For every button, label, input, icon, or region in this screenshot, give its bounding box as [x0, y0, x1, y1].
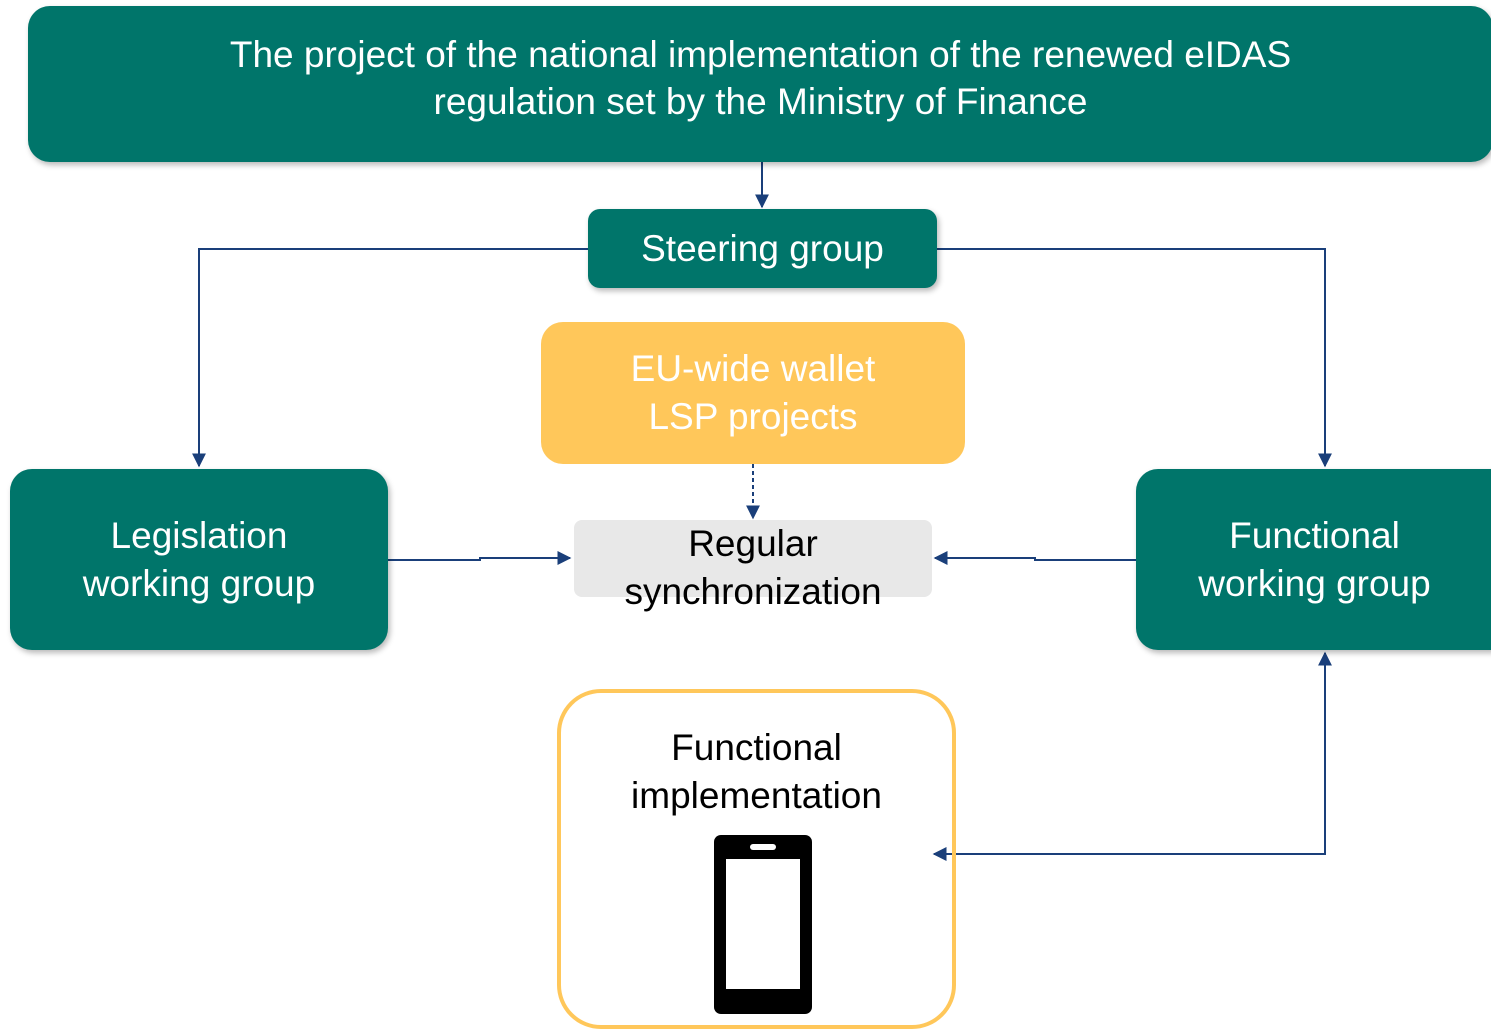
functional-implementation-box: Functional implementation	[557, 689, 956, 1029]
project-title-line-2: regulation set by the Ministry of Financ…	[433, 81, 1088, 122]
implementation-line-2: implementation	[631, 775, 882, 816]
arrow-functional-to-sync	[933, 551, 1136, 565]
functional-group-line-2: working group	[1198, 562, 1431, 604]
sync-line-2: synchronization	[624, 571, 882, 612]
eu-wallet-line-1: EU-wide wallet	[630, 348, 876, 389]
eu-wallet-line-2: LSP projects	[648, 396, 858, 437]
functional-working-group-box: Functional working group	[1136, 469, 1491, 650]
sync-line-1: Regular	[688, 523, 818, 564]
arrow-steering-to-functional	[937, 248, 1332, 468]
legislation-line-2: working group	[82, 562, 316, 604]
legislation-line-1: Legislation	[110, 514, 288, 556]
project-title-line-1: The project of the national implementati…	[229, 34, 1292, 75]
arrow-legislation-to-sync	[388, 551, 572, 565]
regular-synchronization-box: Regular synchronization	[574, 520, 932, 612]
implementation-line-1: Functional	[671, 727, 842, 768]
arrow-implementation-functional	[932, 651, 1332, 861]
project-title-box: The project of the national implementati…	[28, 6, 1491, 162]
legislation-working-group-box: Legislation working group	[10, 469, 388, 650]
steering-group-label: Steering group	[641, 227, 884, 269]
arrow-steering-to-legislation	[192, 248, 588, 468]
functional-group-line-1: Functional	[1229, 514, 1400, 556]
steering-group-box: Steering group	[588, 209, 937, 288]
smartphone-icon	[714, 835, 812, 1014]
eu-wallet-lsp-box: EU-wide wallet LSP projects	[541, 322, 965, 464]
